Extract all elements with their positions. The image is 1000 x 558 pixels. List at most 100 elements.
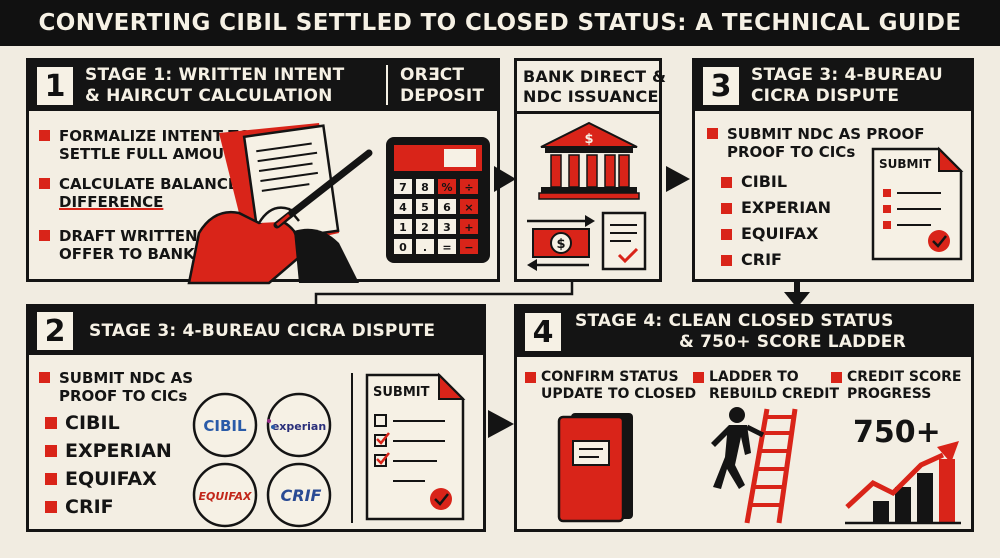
cibil-logo: CIBIL (203, 417, 247, 435)
calculator-key-label: 0 (399, 241, 407, 254)
arrow-stage1-to-bank (494, 166, 516, 192)
experian-logo: experian (272, 420, 326, 433)
bureau-cibil: CIBIL (721, 169, 831, 195)
submit-document-icon (871, 146, 964, 261)
submit-document-icon-2 (365, 372, 466, 521)
stage1-panel: 1 STAGE 1: WRITTEN INTENT & HAIRCUT CALC… (26, 58, 500, 285)
bureau-cibil-2: CIBIL (45, 409, 172, 437)
stage3-doc-label: SUBMIT (879, 157, 932, 171)
stage4-number: 4 (525, 313, 561, 351)
stage4-header: 4 STAGE 4: CLEAN CLOSED STATUS & 750+ SC… (517, 307, 971, 357)
calculator-key-label: 3 (443, 221, 451, 234)
direct-deposit-line2: DEPOSIT (400, 86, 485, 106)
stage3-heading-line1: STAGE 3: 4-BUREAU (751, 65, 943, 85)
stage4-heading-line1: STAGE 4: CLEAN CLOSED STATUS (575, 311, 894, 331)
bank-panel: BANK DIRECT & NDC ISSUANCE $ $ (514, 58, 666, 282)
calculator-key (416, 239, 434, 254)
score-value: 750+ (853, 415, 941, 450)
stage2-panel: 2 STAGE 3: 4-BUREAU CICRA DISPUTE SUBMIT… (26, 304, 486, 532)
calculator-key-label: 5 (421, 201, 429, 214)
calculator-key-label: × (464, 201, 473, 214)
connector-top-to-stage2 (314, 282, 574, 310)
calculator-key (416, 199, 434, 214)
stage3-panel: 3 STAGE 3: 4-BUREAU CICRA DISPUTE SUBMIT… (692, 58, 974, 282)
stage4-panel: 4 STAGE 4: CLEAN CLOSED STATUS & 750+ SC… (514, 304, 974, 532)
bank-heading-underline (517, 111, 659, 114)
calculator-key (394, 239, 412, 254)
stage2-header: 2 STAGE 3: 4-BUREAU CICRA DISPUTE (29, 307, 483, 355)
bureau-equifax: EQUIFAX (721, 221, 831, 247)
bureau-crif: CRIF (721, 247, 831, 273)
header-divider (386, 65, 388, 105)
calculator-key-label: % (441, 181, 452, 194)
bureau-equifax-2: EQUIFAX (45, 465, 172, 493)
arrow-stage3-to-stage4 (784, 280, 810, 308)
score-progress-chart (845, 441, 961, 525)
closed-folder-icon (557, 413, 633, 523)
calculator-key (460, 239, 478, 254)
calculator-key (394, 179, 412, 194)
signing-hand-illustration (187, 123, 373, 285)
calculator-key-label: = (442, 241, 451, 254)
calculator-key (438, 199, 456, 214)
crif-logo: CRIF (281, 486, 322, 505)
calculator-key-label: 7 (399, 181, 407, 194)
stage1-heading-line1: STAGE 1: WRITTEN INTENT (85, 65, 345, 85)
svg-text:$: $ (556, 237, 565, 252)
bureau-logos: CIBIL experian EQUIFAX CRIF (192, 392, 332, 528)
calculator-key (460, 219, 478, 234)
calculator-key (460, 199, 478, 214)
money-transfer-icon: $ (527, 211, 647, 271)
calculator-key-label: + (464, 221, 473, 234)
calculator-key-label: 2 (421, 221, 429, 234)
stage3-header: 3 STAGE 3: 4-BUREAU CICRA DISPUTE (695, 61, 971, 111)
ladder-climber-icon (711, 407, 798, 524)
stage2-divider (351, 373, 353, 523)
stage2-number: 2 (37, 312, 73, 350)
stage1-number: 1 (37, 67, 73, 105)
calculator-key-label: . (423, 241, 427, 254)
bureau-crif-2: CRIF (45, 493, 172, 521)
bank-dollar-sign: $ (584, 132, 593, 147)
bureau-experian: EXPERIAN (721, 195, 831, 221)
stage3-bureau-list: CIBIL EXPERIAN EQUIFAX CRIF (721, 169, 831, 273)
stage1-heading-line2: & HAIRCUT CALCULATION (85, 86, 333, 106)
page-title: CONVERTING CIBIL SETTLED TO CLOSED STATU… (0, 0, 1000, 46)
calculator-key (416, 179, 434, 194)
calculator-key (394, 199, 412, 214)
arrow-bank-to-stage3 (666, 166, 690, 192)
equifax-logo: EQUIFAX (199, 490, 252, 503)
bank-heading-line1: BANK DIRECT & (523, 67, 667, 86)
calculator-key (438, 179, 456, 194)
direct-deposit-line1: ORƎCT (400, 65, 465, 85)
calculator-key (438, 219, 456, 234)
stage2-heading: STAGE 3: 4-BUREAU CICRA DISPUTE (89, 321, 436, 341)
calculator-key-label: − (464, 241, 473, 254)
calculator-key (460, 179, 478, 194)
calculator-key-label: 1 (399, 221, 407, 234)
arrow-stage2-to-stage4 (488, 410, 514, 438)
stage3-heading-line2: CICRA DISPUTE (751, 86, 900, 106)
calculator-key (394, 219, 412, 234)
bureau-experian-2: EXPERIAN (45, 437, 172, 465)
calculator-key-label: 8 (421, 181, 429, 194)
calculator-key-label: 6 (443, 201, 451, 214)
calculator-key-label: ÷ (464, 181, 473, 194)
calculator-key (416, 219, 434, 234)
stage3-number: 3 (703, 67, 739, 105)
